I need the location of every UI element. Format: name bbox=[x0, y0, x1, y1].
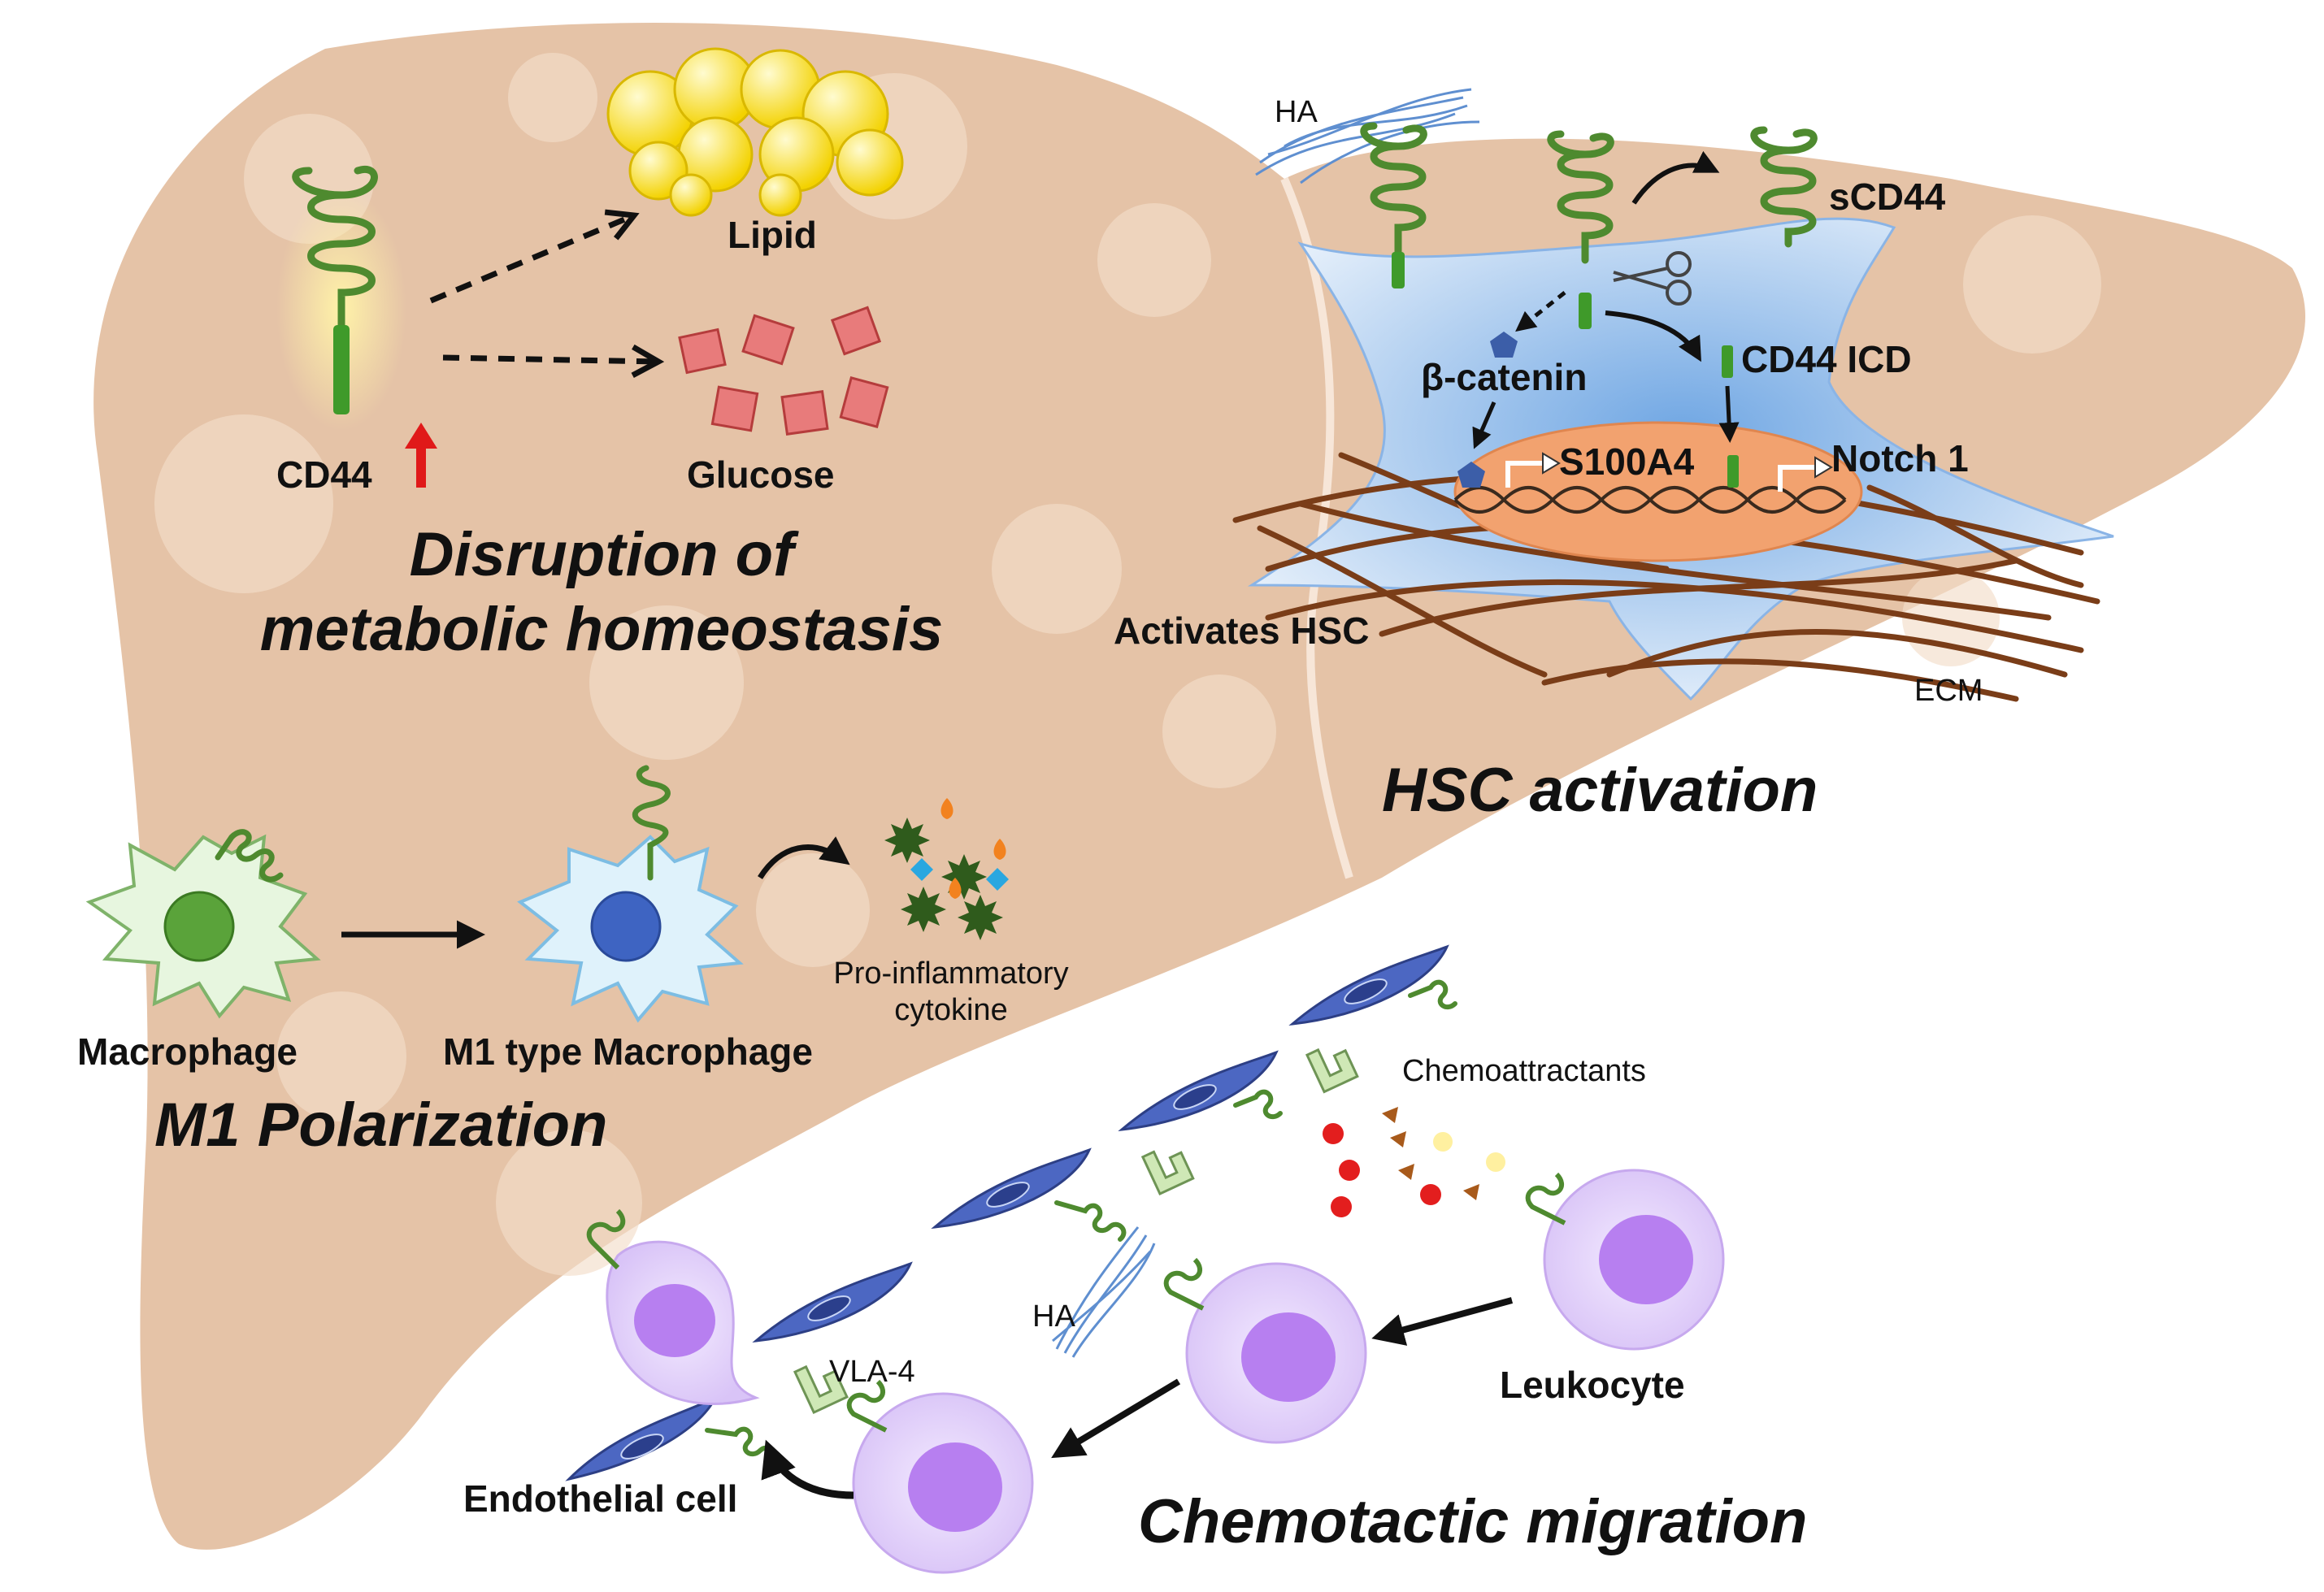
macrophage-nucleus bbox=[163, 891, 235, 962]
migration-ha-fibers bbox=[1052, 1226, 1156, 1358]
vla4-receptors bbox=[793, 1048, 1359, 1415]
arrow-leukocyte-right-to-mid bbox=[1371, 1297, 1514, 1346]
arrow-leukocyte-mid-to-bottom bbox=[1051, 1378, 1181, 1459]
cd44-receptor bbox=[292, 165, 378, 414]
leukocyte-label: Leukocyte bbox=[1500, 1364, 1685, 1406]
scd44-label: sCD44 bbox=[1829, 176, 1946, 218]
notch1-label: Notch 1 bbox=[1831, 437, 1969, 479]
hsc-ha-label: HA bbox=[1275, 95, 1318, 129]
beta-catenin-pentagon-icon bbox=[1490, 332, 1518, 358]
activates-hsc-label: Activates HSC bbox=[1114, 609, 1369, 652]
arrow-to-cytokines bbox=[758, 836, 850, 879]
chemotactic-migration-title: Chemotactic migration bbox=[1138, 1487, 1807, 1556]
migration-ha-label: HA bbox=[1032, 1299, 1075, 1334]
nuclear-beta-catenin-icon bbox=[1457, 462, 1485, 488]
dashed-arrow-to-beta-catenin bbox=[1515, 291, 1566, 332]
cytokine-label-line1: Pro-inflammatory bbox=[833, 957, 1068, 991]
migration-panel: HA Chemoattractants bbox=[463, 944, 1807, 1574]
nuclear-cd44-icd bbox=[1727, 455, 1739, 488]
macrophage-cd44 bbox=[215, 829, 284, 883]
arrow-icd-to-nucleus bbox=[1718, 385, 1740, 443]
cd44-icd-fragment bbox=[1722, 345, 1733, 378]
lipid-droplets-icon bbox=[606, 47, 904, 217]
arrow-to-cd44-icd bbox=[1605, 310, 1701, 362]
chemoattractants-label: Chemoattractants bbox=[1402, 1054, 1646, 1088]
beta-catenin-label: β-catenin bbox=[1421, 356, 1587, 398]
cytokines-icon bbox=[884, 798, 1009, 940]
texture-spot bbox=[1162, 675, 1276, 788]
hsc-cd44-receptor bbox=[1360, 122, 1427, 288]
scissors-icon bbox=[1613, 251, 1692, 306]
hsc-panel: HA bbox=[1114, 88, 2114, 825]
ecm-label: ECM bbox=[1914, 674, 1983, 708]
cytokine-label-line2: cytokine bbox=[894, 993, 1007, 1027]
notch1-promoter-arrow bbox=[1778, 465, 1817, 492]
metabolic-panel: CD44 Lipid Glucose bbox=[260, 47, 944, 664]
metabolic-title-line2: metabolic homeostasis bbox=[260, 595, 944, 664]
m1-macrophage-label: M1 type Macrophage bbox=[443, 1030, 813, 1073]
arrow-beta-catenin-to-nucleus bbox=[1472, 401, 1496, 449]
metabolic-title-line1: Disruption of bbox=[410, 520, 800, 589]
leukocyte-middle bbox=[1163, 1257, 1367, 1444]
endothelial-nuclei bbox=[620, 978, 1388, 1460]
texture-spot bbox=[992, 504, 1122, 634]
texture-spot bbox=[756, 853, 870, 967]
m1-macrophage-cd44 bbox=[632, 765, 671, 881]
arrow-to-endothelium bbox=[761, 1439, 854, 1499]
endothelial-cell-label: Endothelial cell bbox=[463, 1477, 737, 1520]
lipid-label: Lipid bbox=[728, 214, 817, 256]
m1-macrophage-nucleus bbox=[590, 891, 662, 962]
macrophage-label: Macrophage bbox=[77, 1030, 298, 1073]
dashed-arrow-to-glucose bbox=[442, 358, 658, 362]
arrow-to-scd44 bbox=[1631, 150, 1720, 205]
m1-polarization-title: M1 Polarization bbox=[154, 1091, 607, 1160]
texture-spot bbox=[1097, 203, 1211, 317]
texture-spot bbox=[589, 605, 744, 760]
hsc-activation-title: HSC activation bbox=[1382, 756, 1818, 825]
cd44-ectodomain bbox=[292, 165, 378, 345]
up-arrow-icon bbox=[405, 423, 437, 488]
m1-panel: Macrophage M1 type Macrophage bbox=[77, 765, 1069, 1160]
leukocyte-right bbox=[1525, 1169, 1725, 1351]
cd44-icd-label: CD44 ICD bbox=[1741, 338, 1912, 380]
leukocyte-top-left bbox=[586, 1208, 760, 1405]
s100a4-label: S100A4 bbox=[1559, 440, 1695, 483]
texture-spot bbox=[1963, 215, 2101, 354]
leukocyte-bottom bbox=[846, 1379, 1034, 1574]
cleaved-cd44-receptor bbox=[1547, 130, 1614, 329]
chemoattractants-icon bbox=[1323, 1107, 1505, 1217]
texture-spot bbox=[154, 414, 333, 593]
cd44-label: CD44 bbox=[276, 453, 372, 496]
glucose-crystals-icon bbox=[678, 306, 889, 436]
cd44-transmembrane bbox=[333, 325, 350, 414]
glucose-label: Glucose bbox=[687, 453, 835, 496]
texture-spot bbox=[276, 991, 406, 1121]
dashed-arrow-to-lipid bbox=[429, 215, 634, 304]
texture-spot bbox=[496, 1130, 642, 1276]
s100a4-promoter-arrow bbox=[1505, 461, 1544, 488]
vla4-label: VLA-4 bbox=[829, 1355, 915, 1389]
texture-spot bbox=[508, 53, 597, 142]
scd44-ectodomain bbox=[1750, 126, 1818, 248]
